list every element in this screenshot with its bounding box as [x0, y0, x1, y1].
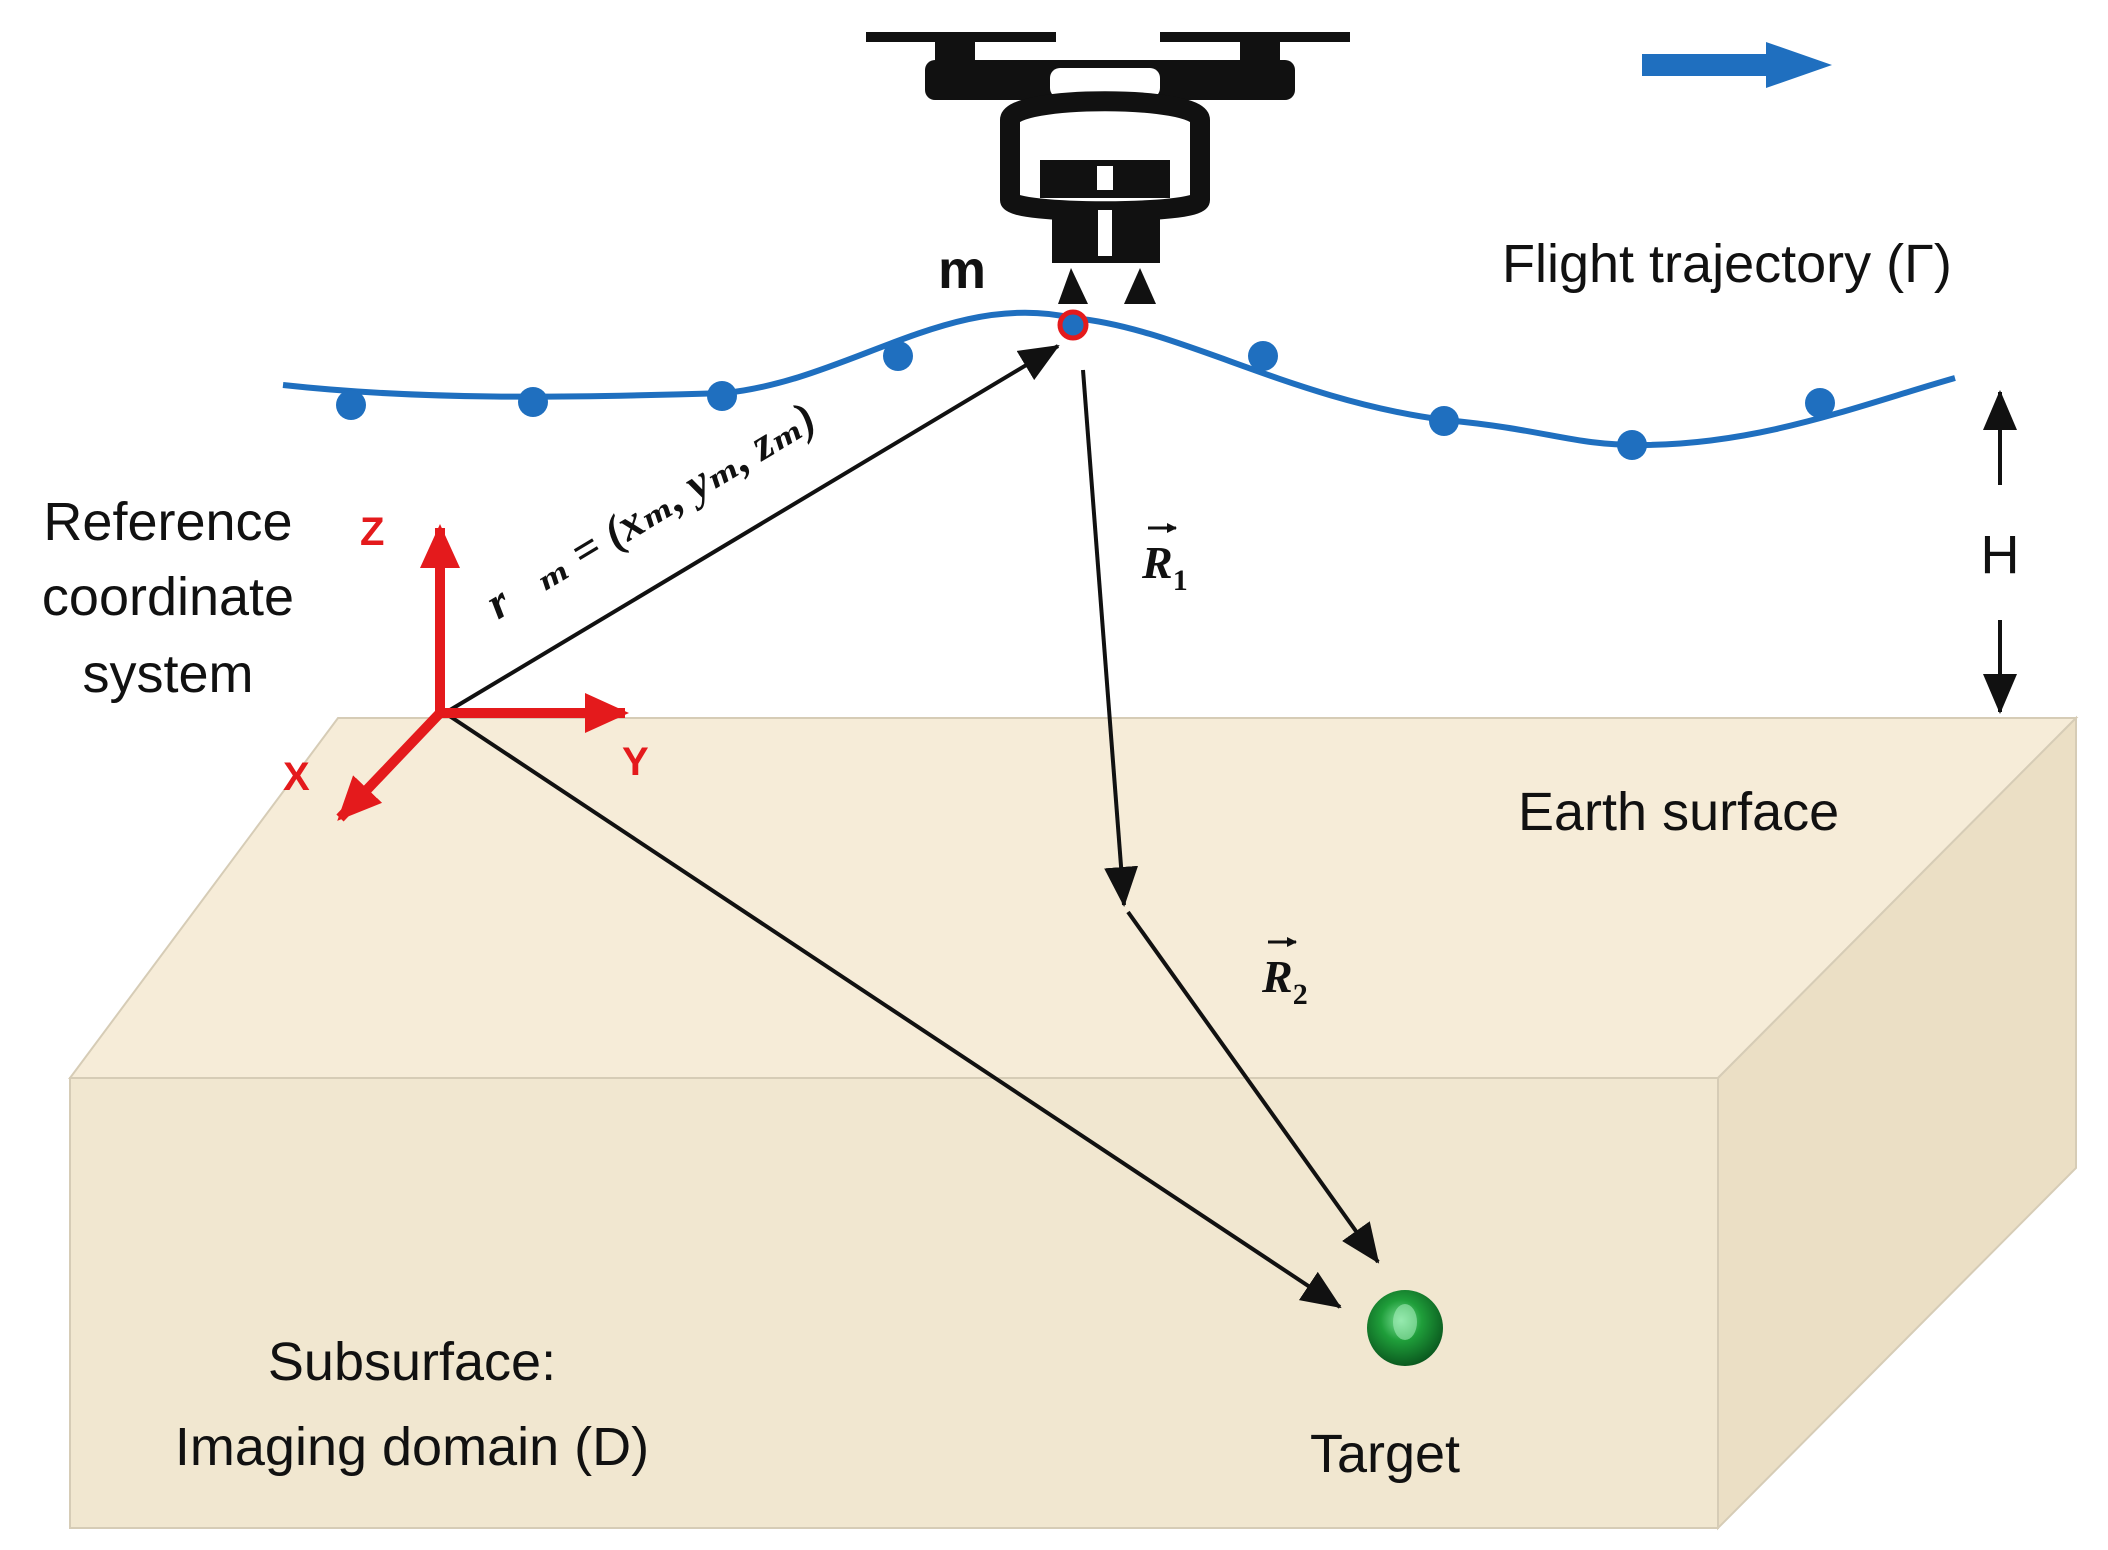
earth-surface-label: Earth surface: [1518, 782, 1839, 842]
sample-point: [1429, 406, 1459, 436]
r2-symbol: R: [1261, 951, 1293, 1002]
sample-point: [336, 390, 366, 420]
sample-point: [707, 381, 737, 411]
subsurface-label-line1: Subsurface:: [268, 1332, 556, 1392]
earth-side-face: [1717, 715, 2077, 1531]
reference-label-line1: Reference: [43, 492, 292, 552]
r2-index: 2: [1293, 978, 1308, 1011]
x-axis: [336, 709, 444, 822]
sample-point: [1617, 430, 1647, 460]
position-vector-label: r⃗ₘ = (xₘ, yₘ, zₘ): [477, 392, 825, 629]
flight-trajectory-line: [282, 309, 1956, 449]
flight-trajectory-label: Flight trajectory (Γ): [1502, 234, 1952, 294]
reference-label-line2: coordinate: [42, 567, 294, 627]
r1-index: 1: [1173, 564, 1188, 597]
axis-x-label: X: [283, 755, 310, 799]
r2-vector-arrow: [1126, 910, 1380, 1264]
subsurface-label-line2: Imaging domain (D): [175, 1417, 649, 1477]
arrow-right-icon: [1642, 42, 1832, 88]
position-vector-arrow: [443, 344, 1060, 715]
sphere-icon: [1367, 1290, 1443, 1366]
sample-point: [1248, 341, 1278, 371]
reference-label-line3: system: [82, 644, 253, 704]
sample-point: [518, 387, 548, 417]
sensor-position-label: m: [938, 240, 986, 300]
r1-vector-label: R1: [1141, 537, 1188, 597]
sample-point: [1805, 388, 1835, 418]
r1-symbol: R: [1141, 537, 1173, 588]
height-label: H: [1981, 525, 2020, 585]
axis-y-label: Y: [622, 740, 649, 784]
sample-point: [883, 341, 913, 371]
origin-to-target-arrow: [443, 711, 1342, 1309]
r2-vector-label: R2: [1261, 951, 1308, 1011]
reference-axes: [336, 524, 629, 822]
sample-points: [336, 341, 1835, 460]
axis-z-label: Z: [360, 510, 384, 554]
r1-vector-arrow: [1081, 369, 1139, 907]
drone-icon: [866, 32, 1350, 304]
current-position-marker: [1057, 309, 1089, 341]
earth-box: [68, 715, 2079, 1531]
target-label: Target: [1310, 1424, 1460, 1484]
